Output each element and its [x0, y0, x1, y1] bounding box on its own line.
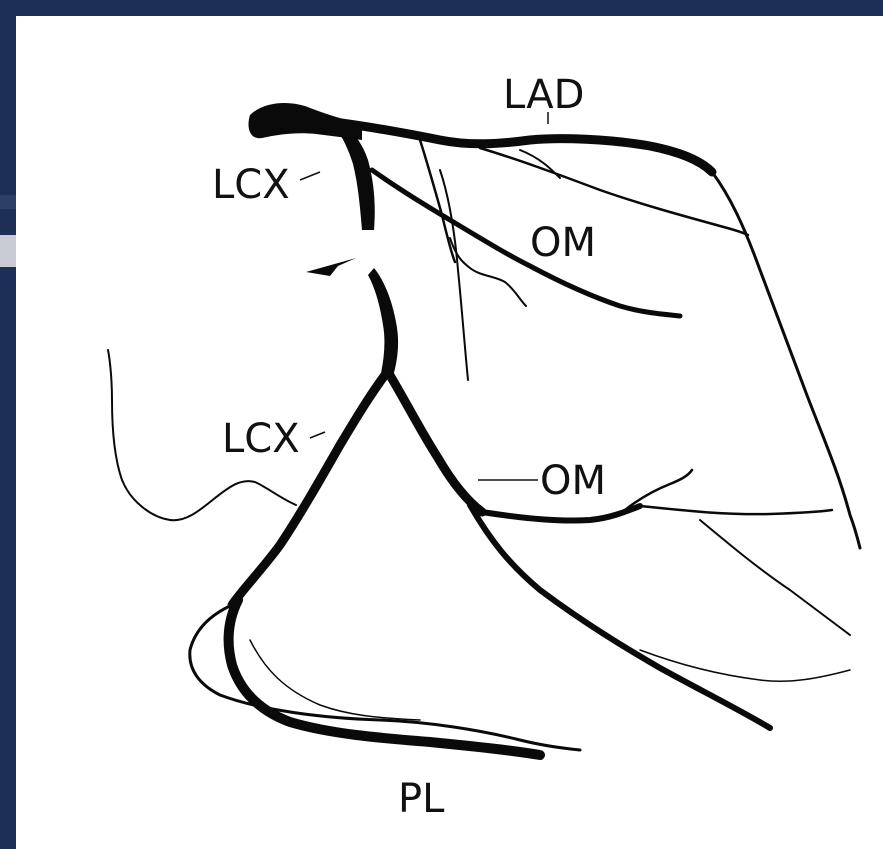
om-lower-branch	[482, 506, 640, 521]
om-upper-thin	[440, 170, 468, 380]
label-pl: PL	[398, 776, 445, 822]
label-om-mid: OM	[540, 458, 606, 504]
om-lower-trunk	[388, 372, 482, 512]
arrowhead-marker	[306, 258, 356, 276]
om-upper-branch	[372, 170, 680, 316]
lad-diagonal-1	[480, 148, 748, 235]
lcx-distal	[232, 375, 385, 605]
om-marginal-long	[470, 505, 770, 728]
pl-branch-inner	[229, 600, 540, 755]
om-lower-branch-3	[700, 520, 850, 635]
lad-distal	[712, 172, 860, 548]
label-lcx-mid: LCX	[222, 416, 300, 462]
label-lad: LAD	[503, 72, 584, 118]
label-lcx-top: LCX	[212, 162, 290, 208]
label-om-top: OM	[530, 220, 596, 266]
pl-branch-thin	[250, 640, 420, 720]
pl-branch-outer	[190, 605, 580, 750]
leader-lcx-top	[300, 172, 320, 180]
om-lower-branch-2	[625, 470, 692, 510]
lcx-proximal	[334, 122, 375, 230]
lad-branch-down	[420, 140, 455, 262]
leader-lcx-mid	[310, 432, 325, 438]
lcx-mid-trunk	[368, 268, 398, 380]
om-lower-thin	[640, 506, 832, 514]
